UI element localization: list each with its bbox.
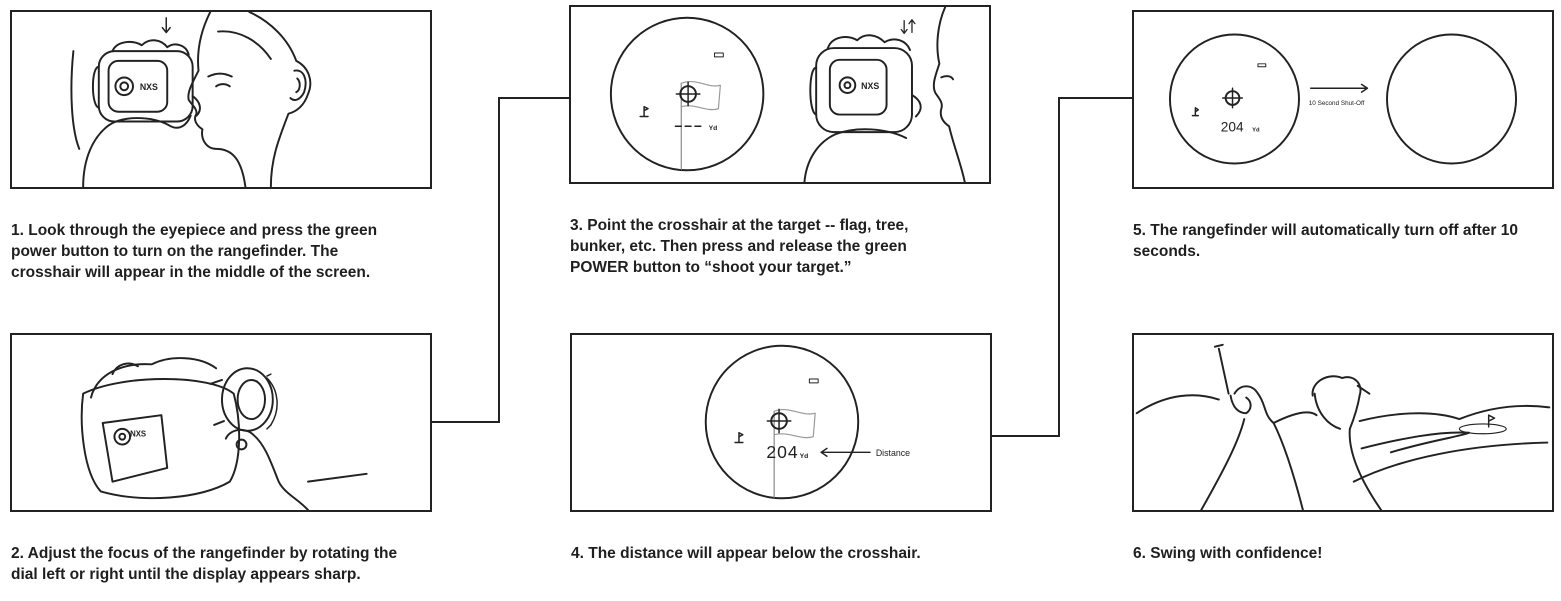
- unit-label-3: Yd: [709, 125, 718, 132]
- step-2-illustration: NXS: [10, 333, 432, 512]
- viewfinder-circle: [609, 16, 765, 172]
- viewfinder-circle-off: [1386, 33, 1518, 165]
- step-3-illustration: Yd NXS: [569, 5, 991, 184]
- distance-display-drawing: 204 Yd Distance: [704, 344, 910, 500]
- distance-label: Distance: [876, 448, 910, 458]
- distance-value-4: 204: [766, 442, 798, 462]
- viewfinder-circle: [704, 344, 860, 500]
- step-4-caption: 4. The distance will appear below the cr…: [571, 545, 921, 562]
- crosshair-on-flag-drawing: Yd NXS: [609, 7, 966, 182]
- step-5-illustration: 204 Yd 10 Second Shut-Off: [1132, 10, 1554, 189]
- step-1-caption: 1. Look through the eyepiece and press t…: [11, 222, 378, 281]
- golfer-swing-drawing: [1135, 343, 1551, 510]
- connector-2-to-3: [432, 97, 569, 423]
- step-6-illustration: [1132, 333, 1554, 512]
- step-5-caption: 5. The rangefinder will automatically tu…: [1133, 222, 1518, 260]
- step-1-illustration: NXS: [10, 10, 432, 189]
- unit-label-4: Yd: [800, 453, 809, 460]
- connector-4-to-5: [992, 97, 1132, 437]
- device-logo-text-1: NXS: [140, 82, 158, 92]
- focus-dial-drawing: NXS: [80, 357, 368, 510]
- auto-shutoff-drawing: 204 Yd 10 Second Shut-Off: [1168, 33, 1518, 165]
- distance-value-5: 204: [1221, 119, 1244, 134]
- step-4-illustration: 204 Yd Distance: [570, 333, 992, 512]
- step-6-caption: 6. Swing with confidence!: [1133, 545, 1323, 562]
- step-3-caption: 3. Point the crosshair at the target -- …: [570, 217, 909, 276]
- step-2-caption: 2. Adjust the focus of the rangefinder b…: [11, 545, 398, 583]
- unit-label-5: Yd: [1252, 127, 1260, 133]
- device-logo-text-3: NXS: [861, 81, 879, 91]
- person-using-rangefinder-drawing: NXS: [70, 12, 312, 187]
- shutoff-label: 10 Second Shut-Off: [1309, 100, 1365, 107]
- device-logo-text-2: NXS: [130, 430, 146, 439]
- viewfinder-circle-on: [1168, 33, 1300, 165]
